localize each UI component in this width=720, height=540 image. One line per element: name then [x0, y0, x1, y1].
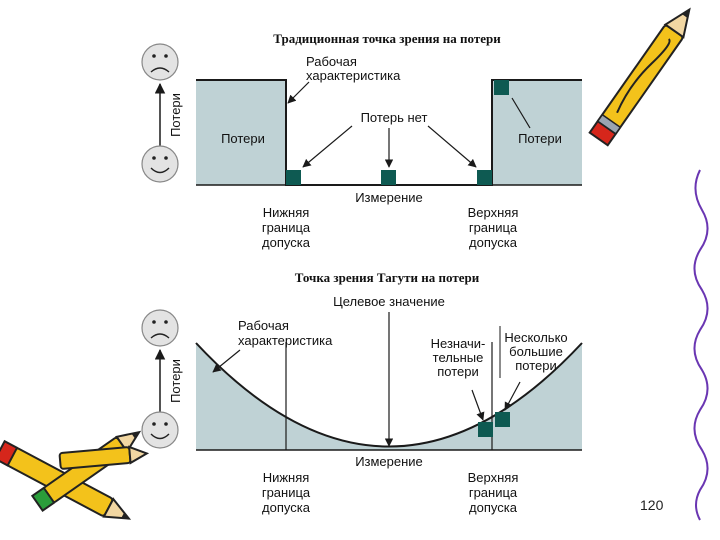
bottom-happy-face-icon	[141, 411, 179, 449]
bottom-larger-loss-arrow	[504, 381, 521, 411]
top-diagram: Традиционная точка зрения на потери Поте…	[141, 31, 582, 250]
top-x-axis-label: Измерение	[355, 190, 423, 205]
top-no-loss-arrow-right	[427, 125, 477, 168]
top-marker-lower	[286, 170, 301, 185]
top-right-loss-label: Потери	[518, 131, 562, 146]
top-loss-axis-label: Потери	[168, 93, 183, 137]
pencil-top-right-icon	[588, 7, 691, 147]
bottom-diagram-title: Точка зрения Тагути на потери	[295, 270, 480, 285]
top-marker-loss	[494, 80, 509, 95]
bottom-minor-loss-arrow	[471, 389, 485, 421]
top-marker-center	[381, 170, 396, 185]
wavy-decorative-line	[693, 169, 709, 521]
top-right-loss-region	[492, 80, 582, 185]
top-curve-leader	[287, 81, 310, 104]
bottom-curve-leader	[212, 349, 241, 373]
top-diagram-title: Традиционная точка зрения на потери	[273, 31, 501, 46]
top-right-loss-leader	[511, 97, 531, 129]
pencils-bottom-left-icon	[0, 430, 150, 520]
top-sad-face-icon	[141, 43, 179, 81]
bottom-loss-axis-label: Потери	[168, 359, 183, 403]
bottom-marker-larger	[495, 412, 510, 427]
bottom-target-label: Целевое значение	[333, 294, 445, 309]
bottom-x-axis-label: Измерение	[355, 454, 423, 469]
top-no-loss-arrow-left	[302, 125, 353, 168]
top-no-loss-label: Потерь нет	[361, 110, 428, 125]
bottom-marker-minor	[478, 422, 493, 437]
bottom-sad-face-icon	[141, 309, 179, 347]
top-left-loss-region	[196, 80, 286, 185]
top-marker-upper	[477, 170, 492, 185]
top-happy-face-icon	[141, 145, 179, 183]
page-number: 120	[640, 497, 664, 513]
bottom-diagram: Точка зрения Тагути на потери Целевое зн…	[141, 270, 583, 515]
top-left-loss-label: Потери	[221, 131, 265, 146]
